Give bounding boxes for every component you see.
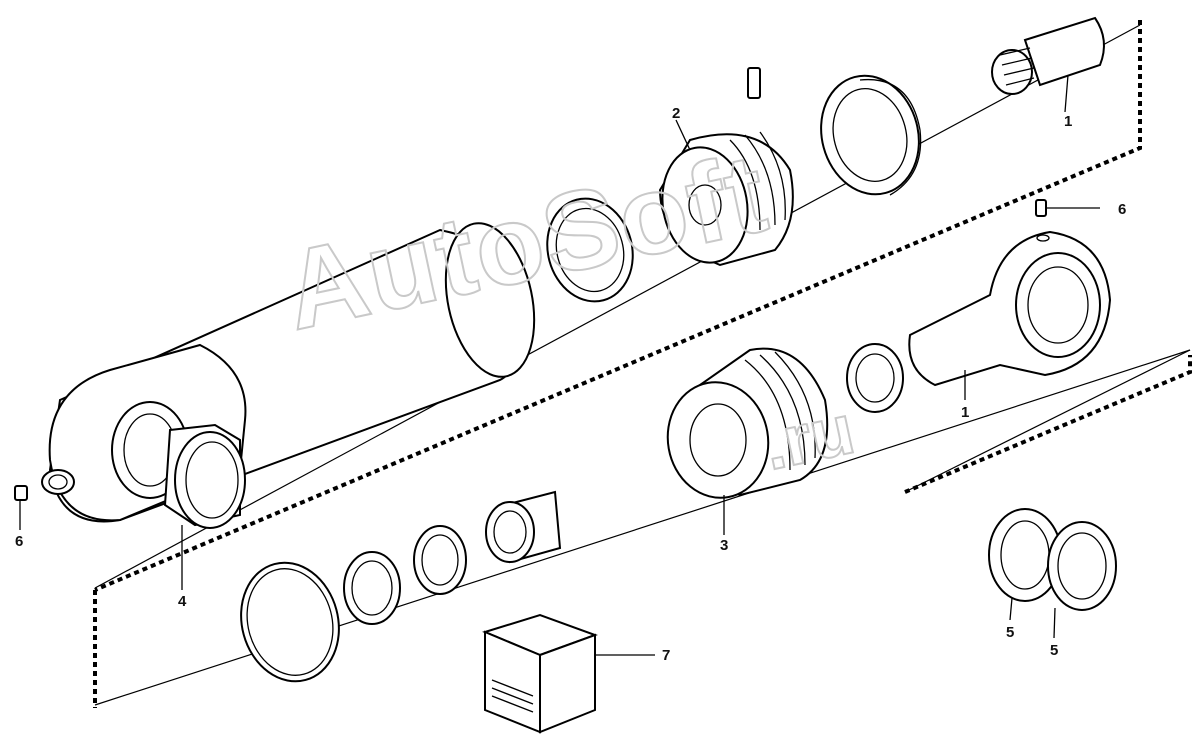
callout-5-left: 5 [1006, 624, 1014, 641]
dashed-boundary-top [94, 20, 1142, 592]
seal-kit-box [482, 613, 655, 734]
rod-eye [908, 230, 1112, 387]
grease-nipple-left [14, 485, 28, 530]
tube-bushing [163, 423, 246, 529]
piston-rod-end-top [991, 16, 1105, 95]
callout-1-top: 1 [1064, 113, 1072, 130]
upper-axis-line [94, 24, 1141, 589]
callout-2: 2 [672, 105, 680, 122]
rod-seal-1 [343, 551, 401, 625]
leader-5-right [1053, 607, 1056, 639]
leader-1-top [1064, 74, 1069, 113]
rod-seal-2 [413, 525, 467, 595]
rod-bushing [485, 490, 562, 564]
callout-5-right: 5 [1050, 642, 1058, 659]
piston [658, 67, 794, 267]
o-ring [240, 561, 340, 683]
callout-1-eye: 1 [961, 404, 969, 421]
leader-2 [675, 119, 691, 151]
leader-5-left [1009, 597, 1013, 621]
callout-7: 7 [662, 647, 670, 664]
dashed-boundary-right [904, 355, 1192, 494]
callout-6-left: 6 [15, 533, 23, 550]
piston-seal [820, 74, 922, 196]
callout-6-right: 6 [1118, 201, 1126, 218]
callout-4: 4 [178, 593, 187, 610]
right-assembly-line [904, 349, 1191, 493]
bushing-set [988, 508, 1117, 611]
guide-ring [546, 197, 634, 303]
cylinder-head [666, 347, 829, 499]
callout-3: 3 [720, 537, 728, 554]
watermark-suffix: .ru [757, 390, 861, 485]
rod-seal-small [846, 343, 904, 413]
grease-nipple-right [1035, 199, 1100, 217]
